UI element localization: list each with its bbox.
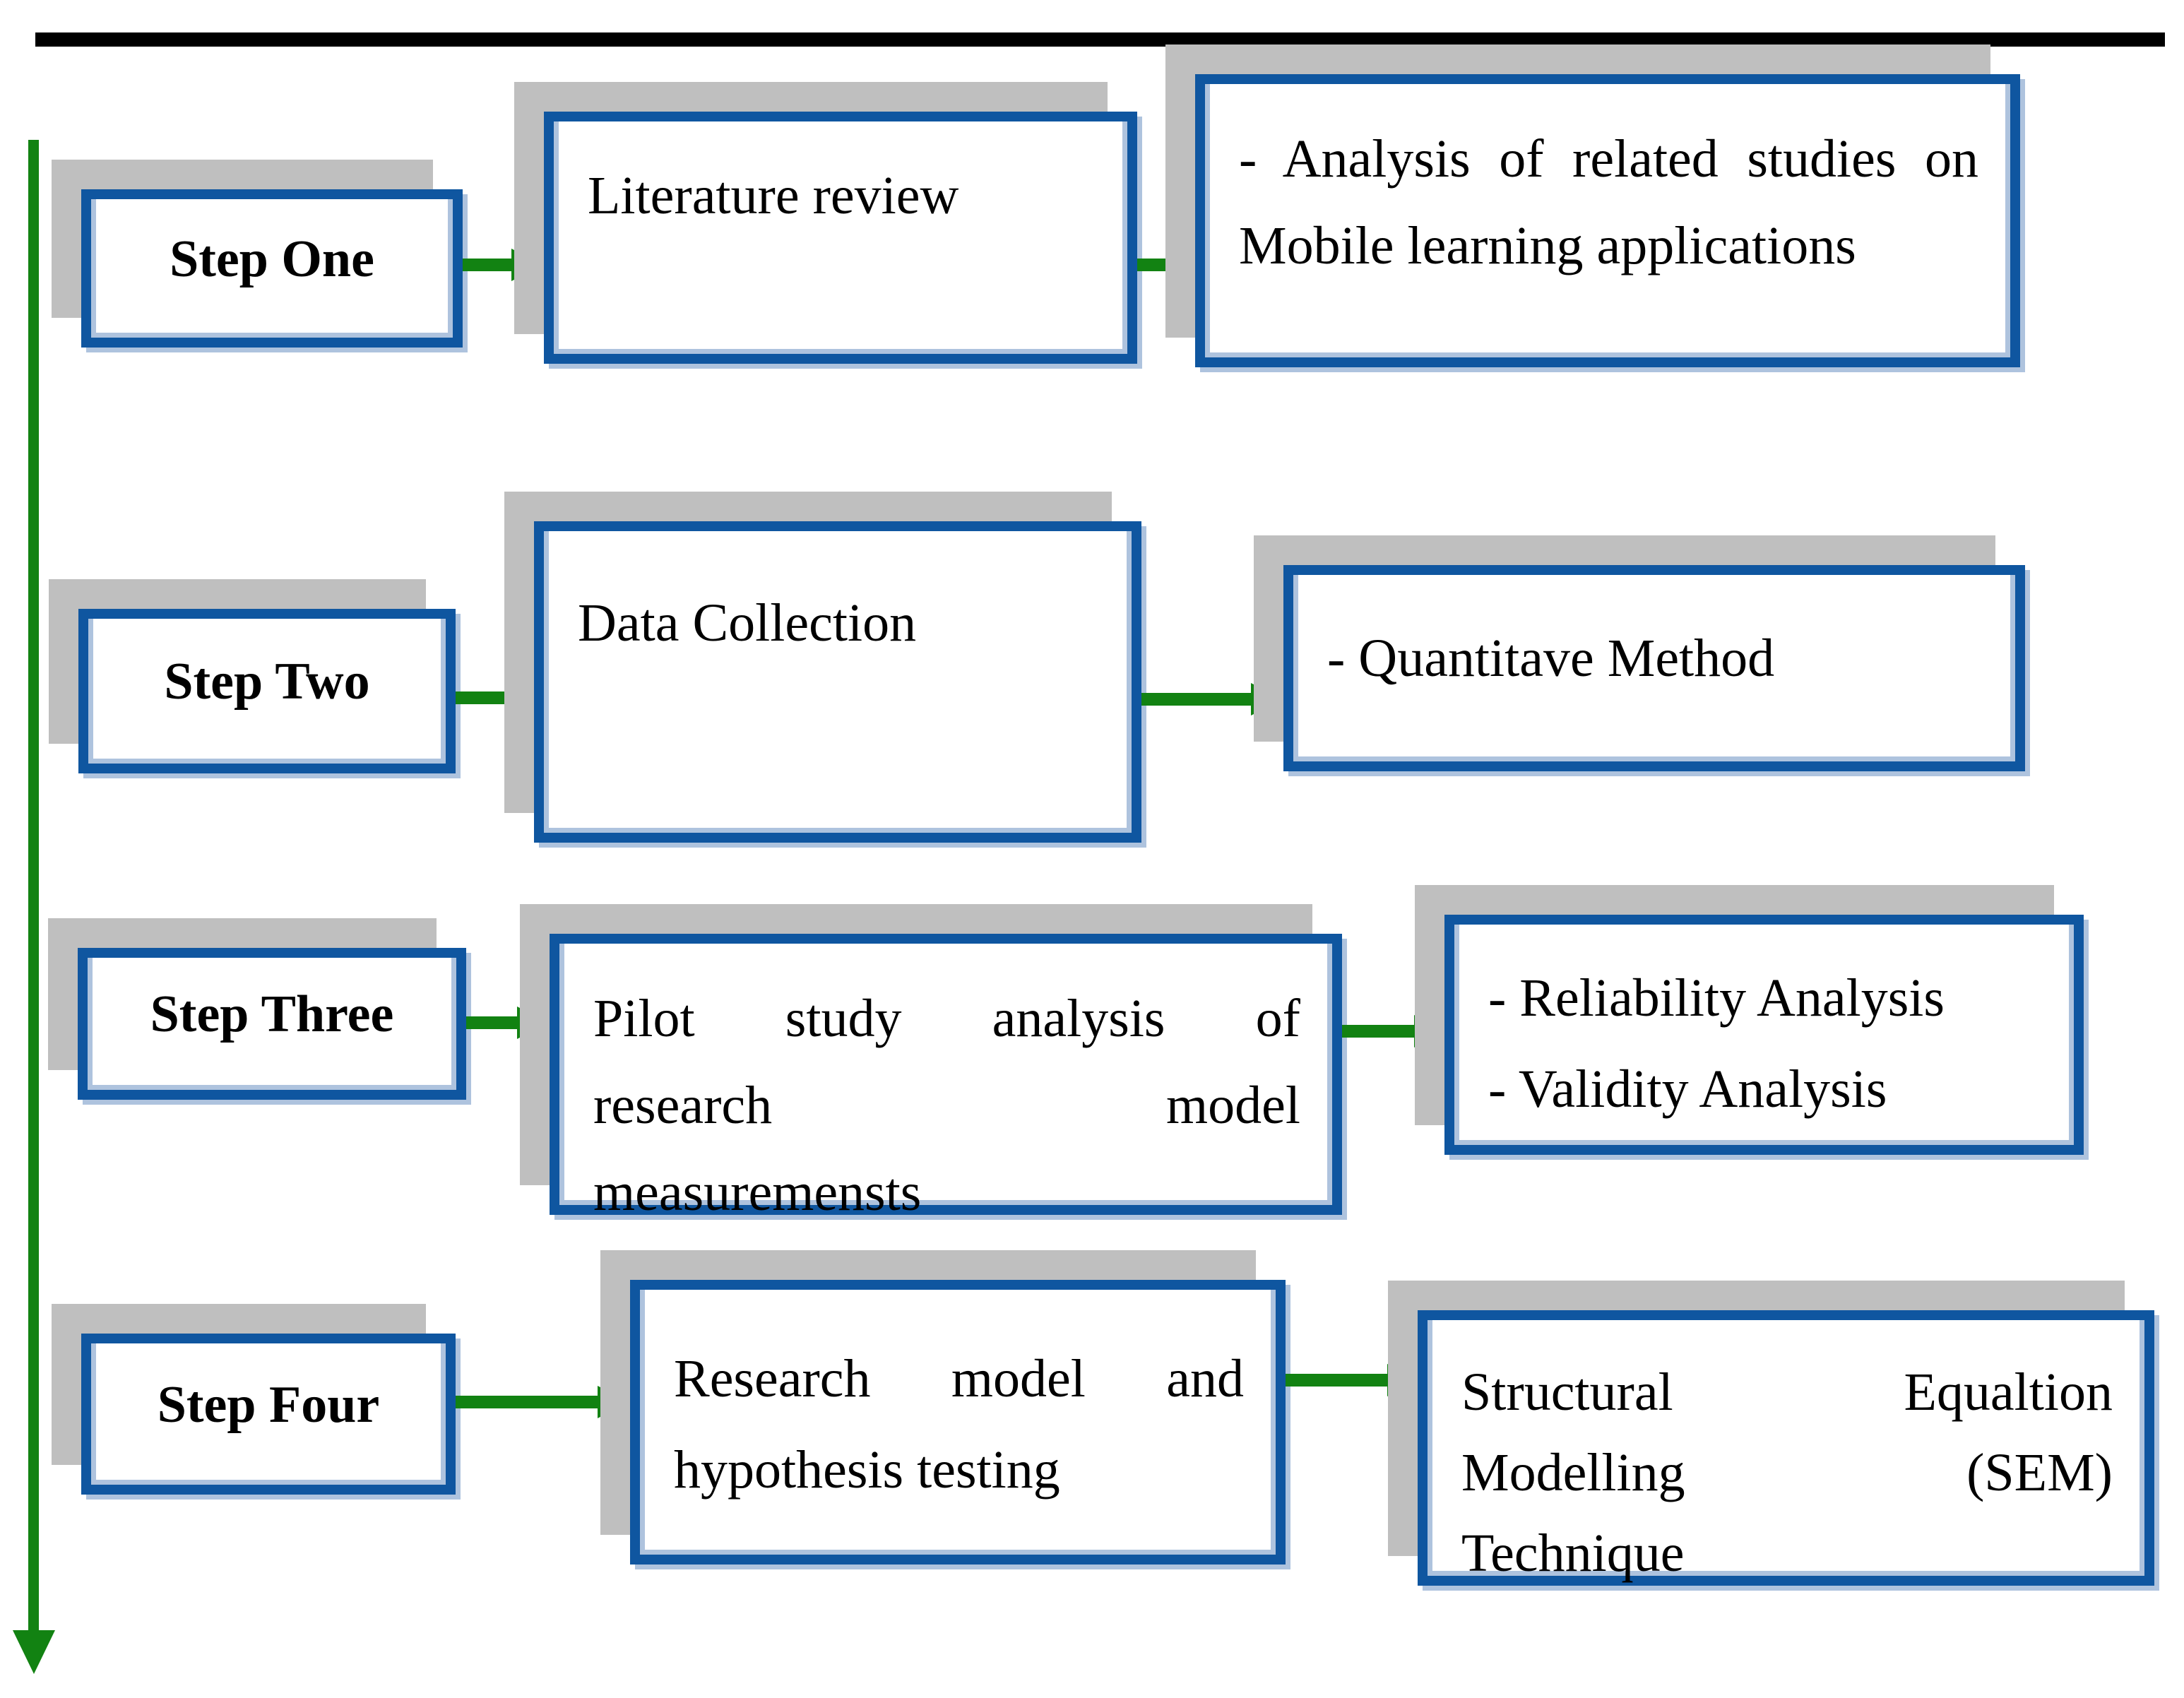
step-three-label: Step Three <box>150 985 394 1043</box>
top-divider-bar <box>35 32 2165 47</box>
timeline-arrow-line <box>28 140 39 1632</box>
timeline-arrow-down-icon <box>13 1630 55 1674</box>
step-one-label: Step One <box>170 230 374 288</box>
process-text: Data Collection <box>578 593 917 653</box>
step-two-box: Step Two <box>78 609 456 773</box>
output-box-quantitative-method: - Quantitave Method <box>1283 565 2025 771</box>
output-box-reliability-validity: - Reliability Analysis- Validity Analysi… <box>1444 915 2084 1155</box>
output-text: - Quantitave Method <box>1327 629 1775 688</box>
process-box-data-collection: Data Collection <box>534 521 1141 843</box>
output-text: - Reliability Analysis- Validity Analysi… <box>1488 968 1945 1120</box>
process-box-literature-review: Literature review <box>544 112 1137 364</box>
step-four-label: Step Four <box>157 1375 380 1434</box>
step-one-box: Step One <box>81 189 463 348</box>
step-two-label: Step Two <box>164 653 370 711</box>
step-three-box: Step Three <box>78 948 466 1100</box>
process-text: Literature review <box>588 166 959 225</box>
step-four-box: Step Four <box>81 1334 456 1495</box>
